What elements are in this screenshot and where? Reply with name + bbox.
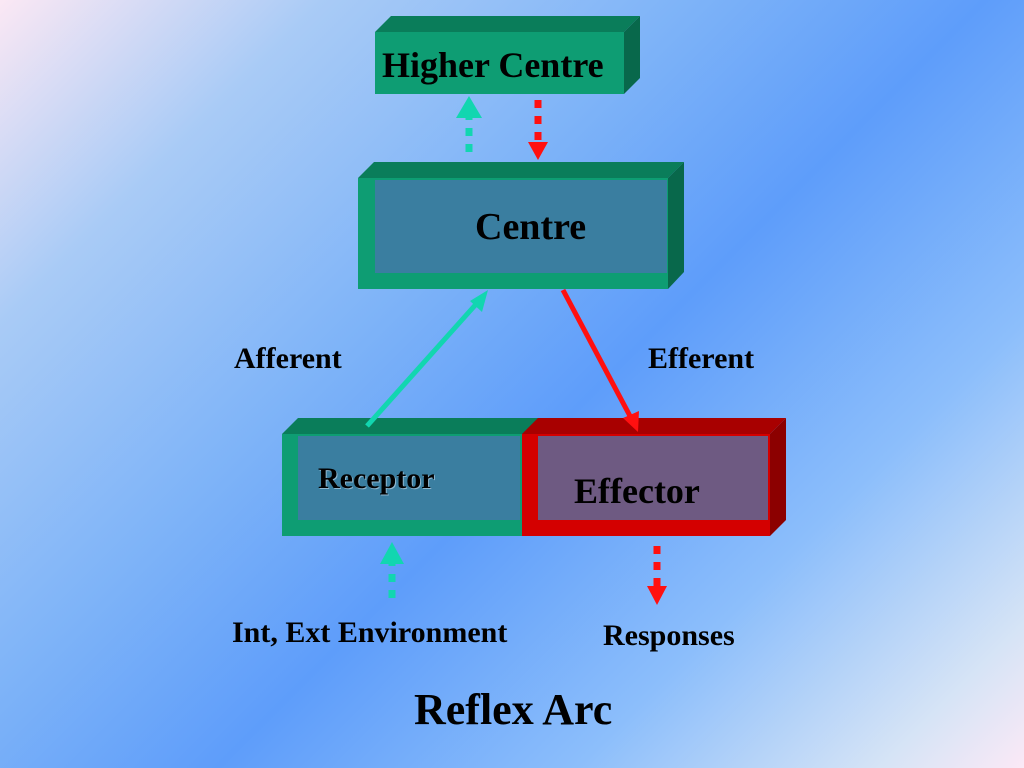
environment-dotted-arrow xyxy=(380,542,404,598)
effector-box xyxy=(522,418,786,536)
efferent-label: Efferent xyxy=(648,342,755,375)
responses-dotted-arrow xyxy=(647,546,667,605)
centre-box xyxy=(358,162,684,289)
efferent-arrow xyxy=(560,288,639,432)
higher-centre-box xyxy=(375,16,640,94)
environment-label: Int, Ext Environment xyxy=(232,616,508,649)
descending-dotted-arrow xyxy=(528,100,548,160)
responses-label: Responses xyxy=(603,619,735,652)
effector-label: Effector xyxy=(574,471,700,511)
diagram-title: Reflex Arc xyxy=(414,685,613,734)
receptor-label: Receptor xyxy=(318,462,435,495)
afferent-label: Afferent xyxy=(234,342,342,375)
ascending-dotted-arrow xyxy=(456,96,482,152)
afferent-arrow xyxy=(365,290,488,428)
higher-centre-label: Higher Centre xyxy=(382,45,604,85)
centre-label: Centre xyxy=(475,206,587,248)
